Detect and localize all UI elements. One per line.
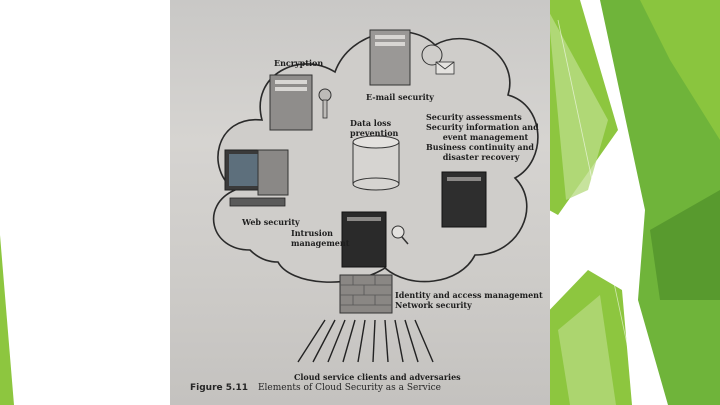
- business-continuity-server-icon: [441, 171, 487, 228]
- label-cloud-clients: Cloud service clients and adversaries: [294, 372, 461, 382]
- magnifier-icon: [391, 225, 409, 245]
- database-cylinder-icon: [352, 135, 400, 191]
- figure-caption: Figure 5.11 Elements of Cloud Security as…: [190, 383, 441, 393]
- key-icon: [318, 88, 332, 119]
- textbook-figure-photo: Encryption E-mail security Data loss pre…: [170, 0, 550, 405]
- label-email-security: E-mail security: [366, 92, 434, 102]
- right-accent-shapes: [540, 0, 720, 405]
- label-encryption: Encryption: [274, 58, 324, 68]
- label-data-loss-prevention: Data loss prevention: [350, 118, 399, 138]
- left-accent-shape: [0, 235, 14, 405]
- figure-number: Figure 5.11: [190, 383, 248, 393]
- firewall-icon: [339, 274, 393, 314]
- intrusion-server-icon: [341, 211, 387, 268]
- client-lines: [297, 319, 434, 363]
- envelope-icon: [421, 44, 455, 75]
- label-web-security: Web security: [242, 217, 300, 227]
- label-security-assessments: Security assessments Security informatio…: [426, 112, 539, 162]
- label-identity-network-security: Identity and access management Network s…: [395, 290, 543, 310]
- email-server-icon: [369, 29, 411, 86]
- web-security-workstation-icon: [224, 149, 289, 207]
- label-intrusion-management: Intrusion management: [291, 228, 350, 248]
- figure-title: Elements of Cloud Security as a Service: [257, 383, 441, 393]
- encryption-server-icon: [269, 74, 313, 131]
